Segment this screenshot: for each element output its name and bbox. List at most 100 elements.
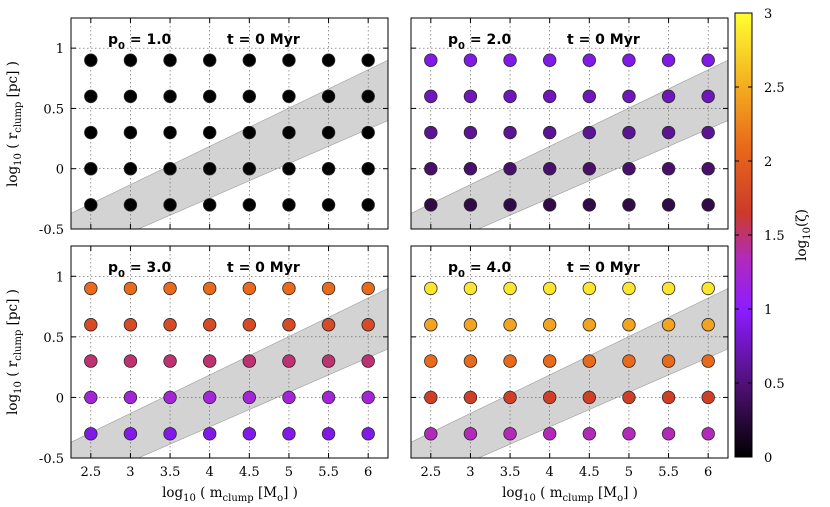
x-tick-label: 4.5 <box>579 465 600 480</box>
p0-annotation: p0 = 2.0 <box>448 32 512 52</box>
data-point <box>582 162 597 176</box>
data-point <box>503 89 517 104</box>
time-annotation: t = 0 Myr <box>567 32 640 48</box>
data-point <box>582 318 597 332</box>
data-point <box>123 427 138 441</box>
data-point <box>202 318 217 332</box>
data-point <box>622 162 636 176</box>
data-point <box>242 162 257 176</box>
data-point <box>463 89 478 104</box>
data-point <box>242 89 257 104</box>
data-point <box>123 318 138 332</box>
data-point <box>701 390 715 405</box>
x-tick-label: 5 <box>285 465 293 480</box>
data-point <box>282 53 296 67</box>
data-point <box>701 427 715 441</box>
data-point <box>361 318 375 332</box>
data-point <box>202 281 217 296</box>
data-point <box>622 53 636 67</box>
data-point <box>661 354 676 368</box>
data-point <box>701 53 715 67</box>
x-tick-label: 3 <box>126 465 134 480</box>
data-point <box>542 427 557 441</box>
data-point <box>622 89 636 104</box>
y-tick-label: 1 <box>56 42 64 57</box>
x-tick-label: 5 <box>625 465 633 480</box>
data-point <box>503 198 517 212</box>
data-point <box>282 390 296 405</box>
data-point <box>84 281 98 296</box>
data-point <box>84 427 98 441</box>
data-point <box>361 198 375 212</box>
data-point <box>582 427 597 441</box>
data-point <box>321 53 336 67</box>
data-point <box>463 390 478 405</box>
data-point <box>582 354 597 368</box>
data-point <box>163 53 177 67</box>
data-point <box>503 53 517 67</box>
data-point <box>84 89 98 104</box>
shaded-band <box>71 288 388 458</box>
data-point <box>202 162 217 176</box>
x-axis-label-left: log10 ( mclump [Mo] ) <box>162 485 298 504</box>
data-point <box>321 354 336 368</box>
data-point <box>123 125 138 140</box>
data-point <box>503 162 517 176</box>
data-point <box>582 390 597 405</box>
data-point <box>321 390 336 405</box>
colorbar-tick-label: 3 <box>764 7 772 22</box>
data-point <box>202 53 217 67</box>
data-point <box>424 354 438 368</box>
data-point <box>463 354 478 368</box>
data-point <box>242 281 257 296</box>
data-point <box>361 162 375 176</box>
y-axis-label-bottom: log10 ( rclump [pc] ) <box>5 289 24 415</box>
time-annotation: t = 0 Myr <box>567 260 640 276</box>
data-point <box>123 89 138 104</box>
data-point <box>424 390 438 405</box>
y-axis-label-top: log10 ( rclump [pc] ) <box>5 61 24 187</box>
data-point <box>202 89 217 104</box>
colorbar-tick-label: 2.5 <box>764 81 785 96</box>
data-point <box>424 53 438 67</box>
data-point <box>503 427 517 441</box>
x-tick-label: 2.5 <box>420 465 441 480</box>
data-point <box>424 125 438 140</box>
x-tick-label: 5.5 <box>658 465 679 480</box>
data-point <box>123 354 138 368</box>
data-point <box>321 125 336 140</box>
data-point <box>582 53 597 67</box>
axis-labels-layer: log10 ( mclump [Mo] )log10 ( mclump [Mo]… <box>5 61 638 504</box>
data-point <box>424 318 438 332</box>
data-point <box>582 89 597 104</box>
y-tick-label: 0 <box>56 391 64 406</box>
colorbar-tick-label: 1.5 <box>764 229 785 244</box>
data-point <box>701 281 715 296</box>
x-tick-label: 5.5 <box>318 465 339 480</box>
x-tick-label: 3.5 <box>500 465 521 480</box>
data-point <box>163 354 177 368</box>
data-point <box>321 162 336 176</box>
data-point <box>321 198 336 212</box>
plot-frame <box>70 17 389 230</box>
time-annotation: t = 0 Myr <box>227 32 300 48</box>
data-point <box>542 89 557 104</box>
data-point <box>282 162 296 176</box>
data-point <box>503 318 517 332</box>
colorbar-tick-label: 1 <box>764 303 772 318</box>
data-point <box>361 89 375 104</box>
panel-2: p0 = 2.0 t = 0 Myr <box>410 17 729 230</box>
data-point <box>701 318 715 332</box>
colorbar-tick-label: 2 <box>764 155 772 170</box>
data-point <box>542 318 557 332</box>
plot-frame <box>410 245 729 459</box>
data-point <box>321 318 336 332</box>
data-point <box>242 53 257 67</box>
data-point <box>163 281 177 296</box>
data-point <box>622 427 636 441</box>
data-point <box>701 125 715 140</box>
data-point <box>463 318 478 332</box>
y-tick-label: 1 <box>56 270 64 285</box>
